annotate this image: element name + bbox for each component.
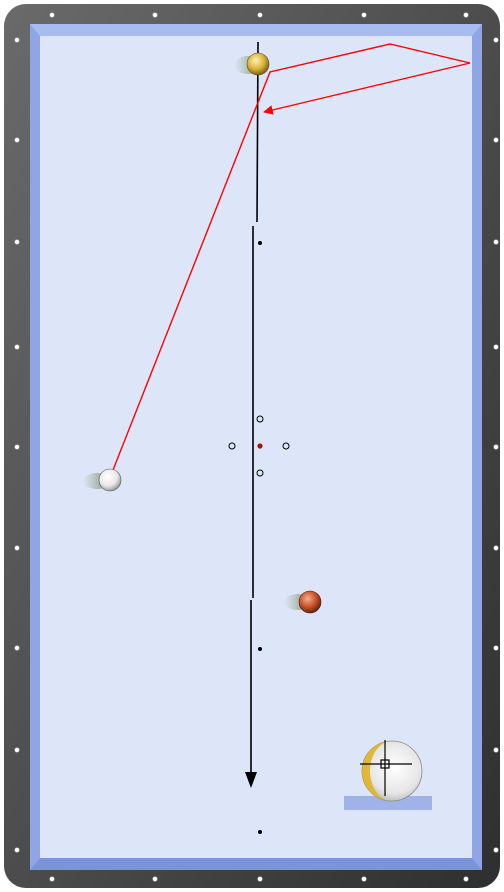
- diamond-icon: [464, 13, 469, 18]
- diamond-icon: [494, 646, 499, 651]
- diamond-icon: [494, 546, 499, 551]
- cushion-bevel: [30, 858, 482, 870]
- diamond-icon: [15, 748, 20, 753]
- diamond-icon: [15, 546, 20, 551]
- diamond-icon: [258, 877, 263, 882]
- diamond-icon: [494, 848, 499, 853]
- center-spot: [257, 443, 262, 448]
- diamond-icon: [362, 13, 367, 18]
- diamond-icon: [15, 345, 20, 350]
- spot-marker: [258, 647, 262, 651]
- diamond-icon: [494, 345, 499, 350]
- diamond-icon: [153, 877, 158, 882]
- diamond-icon: [50, 877, 55, 882]
- diamond-icon: [153, 13, 158, 18]
- spot-marker: [258, 241, 262, 245]
- diamond-icon: [15, 38, 20, 43]
- cushion-bevel: [30, 24, 482, 36]
- spot-marker: [258, 830, 262, 834]
- diamond-icon: [15, 848, 20, 853]
- diamond-icon: [258, 13, 263, 18]
- diamond-icon: [15, 240, 20, 245]
- diamond-icon: [494, 138, 499, 143]
- diamond-icon: [494, 240, 499, 245]
- diamond-icon: [494, 38, 499, 43]
- diamond-icon: [15, 445, 20, 450]
- diamond-icon: [494, 445, 499, 450]
- diamond-icon: [15, 138, 20, 143]
- table-cloth: [40, 36, 472, 858]
- diamond-icon: [15, 646, 20, 651]
- diamond-icon: [494, 748, 499, 753]
- diamond-icon: [50, 13, 55, 18]
- diamond-icon: [362, 877, 367, 882]
- diamond-icon: [464, 877, 469, 882]
